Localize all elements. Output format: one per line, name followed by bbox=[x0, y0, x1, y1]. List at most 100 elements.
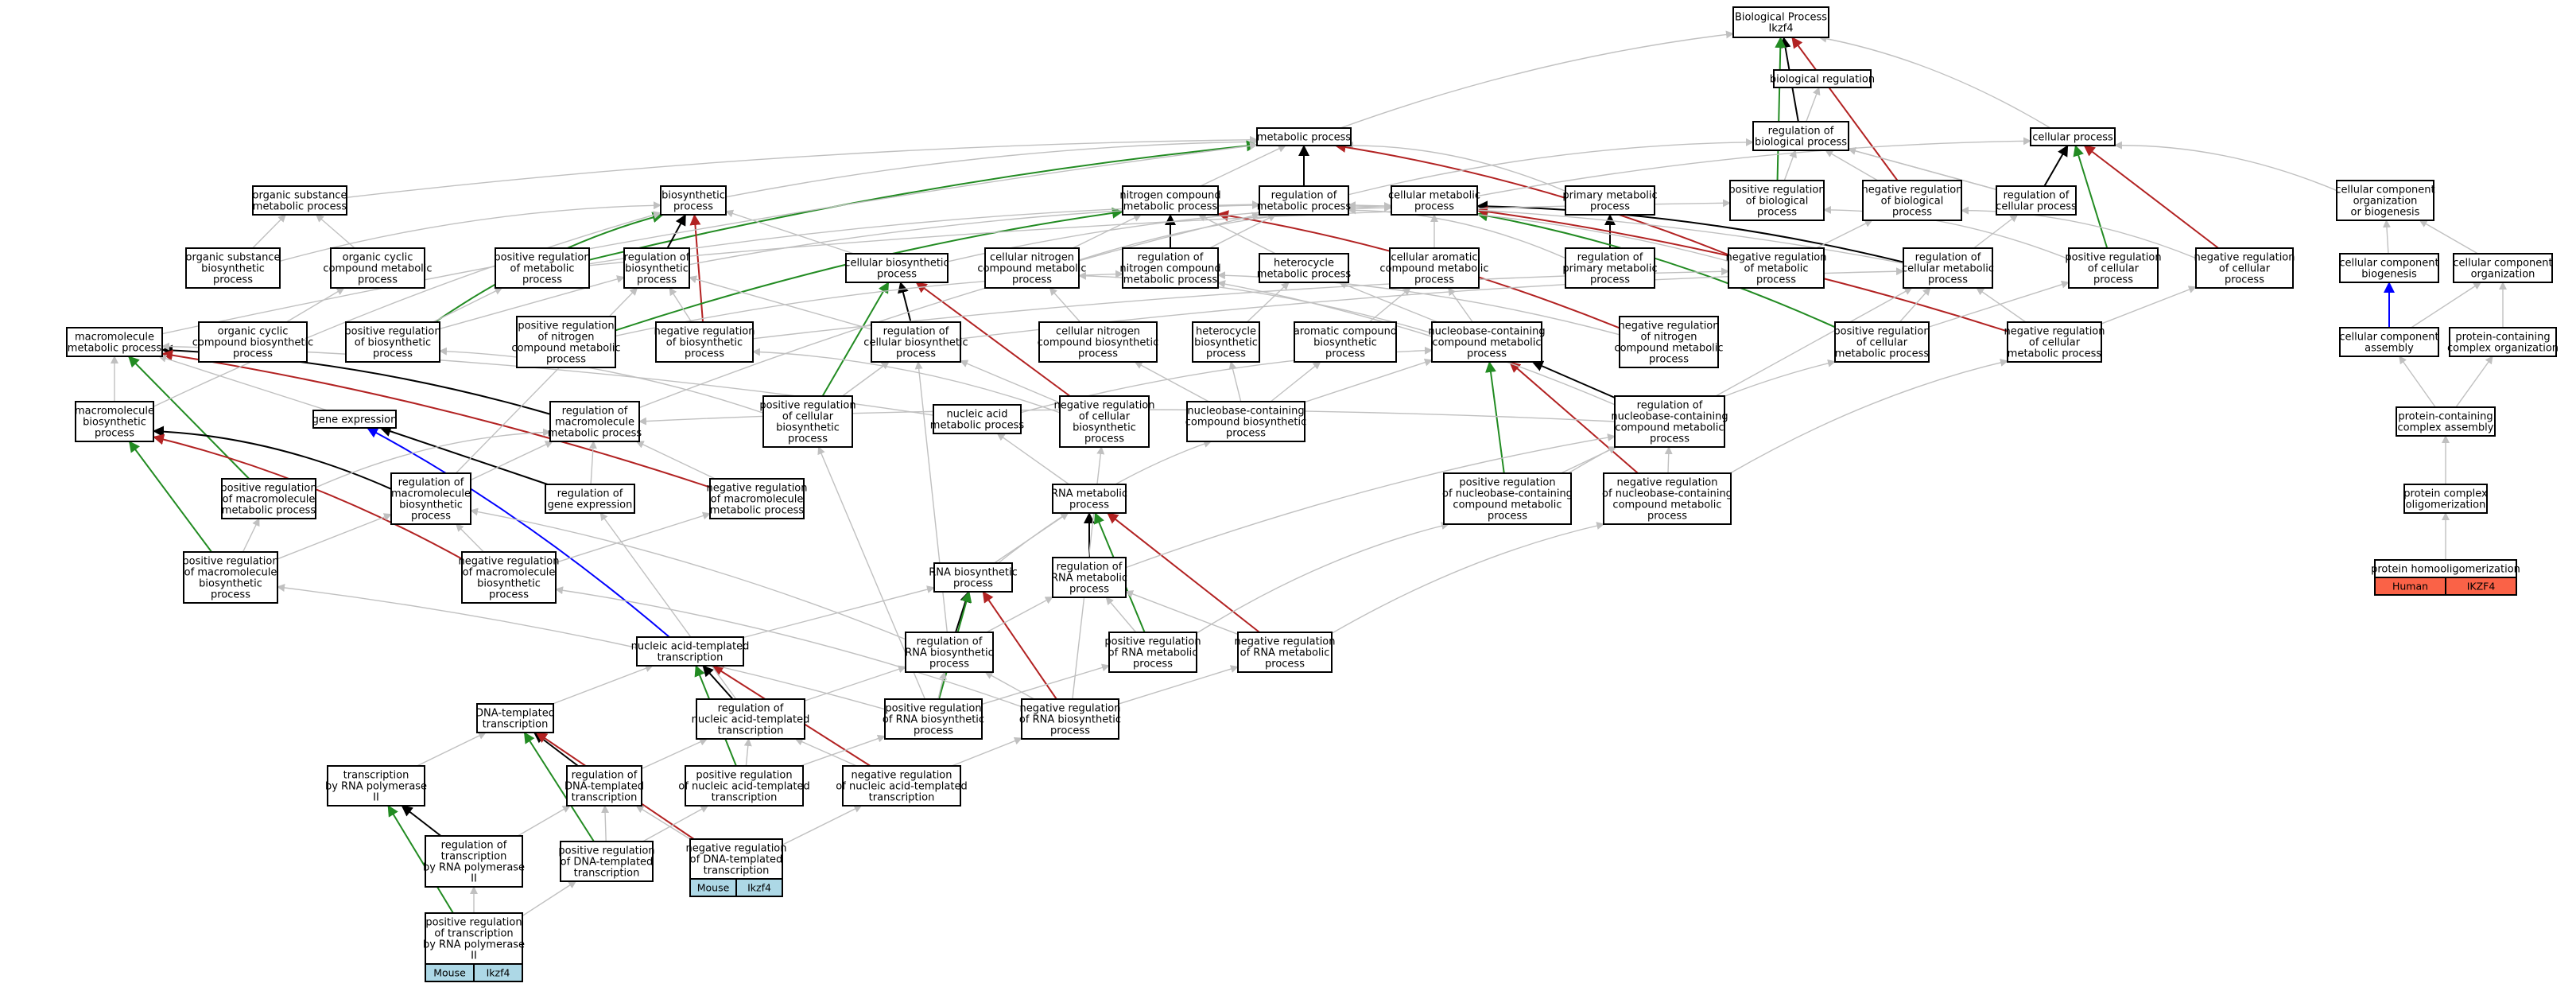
go-term-geneexp[interactable]: gene expression bbox=[312, 410, 398, 429]
go-term-label-line: metabolic process bbox=[1835, 348, 1930, 360]
edge-is-a bbox=[669, 287, 692, 323]
go-term-label-line: process bbox=[1414, 274, 1454, 286]
go-term-label-line: process bbox=[2093, 274, 2133, 286]
go-term-label-line: positive regulation bbox=[696, 770, 792, 782]
edge-is-a bbox=[470, 441, 553, 481]
go-term-label-line: biosynthetic bbox=[625, 263, 689, 275]
go-term-regnuc[interactable]: regulation ofnucleobase-containingcompou… bbox=[1611, 395, 1728, 448]
go-term-bioreg[interactable]: biological regulation bbox=[1770, 69, 1875, 88]
edge-is-a bbox=[2399, 356, 2436, 408]
go-term-cellproc[interactable]: cellular process bbox=[2030, 127, 2116, 146]
go-term-regmacrobio[interactable]: regulation ofmacromoleculebiosyntheticpr… bbox=[390, 472, 471, 525]
edge-is-a bbox=[1344, 141, 1566, 192]
go-term-box bbox=[252, 185, 347, 216]
go-term-box bbox=[884, 698, 983, 740]
go-term-label-line: positive regulation bbox=[425, 917, 522, 929]
go-term-label-line: of nucleic acid-templated bbox=[836, 781, 967, 793]
go-term-box bbox=[871, 321, 961, 363]
go-term-label-line: regulation of bbox=[557, 488, 623, 500]
go-term-box bbox=[984, 247, 1080, 289]
go-term-metab[interactable]: metabolic process bbox=[1256, 127, 1352, 146]
